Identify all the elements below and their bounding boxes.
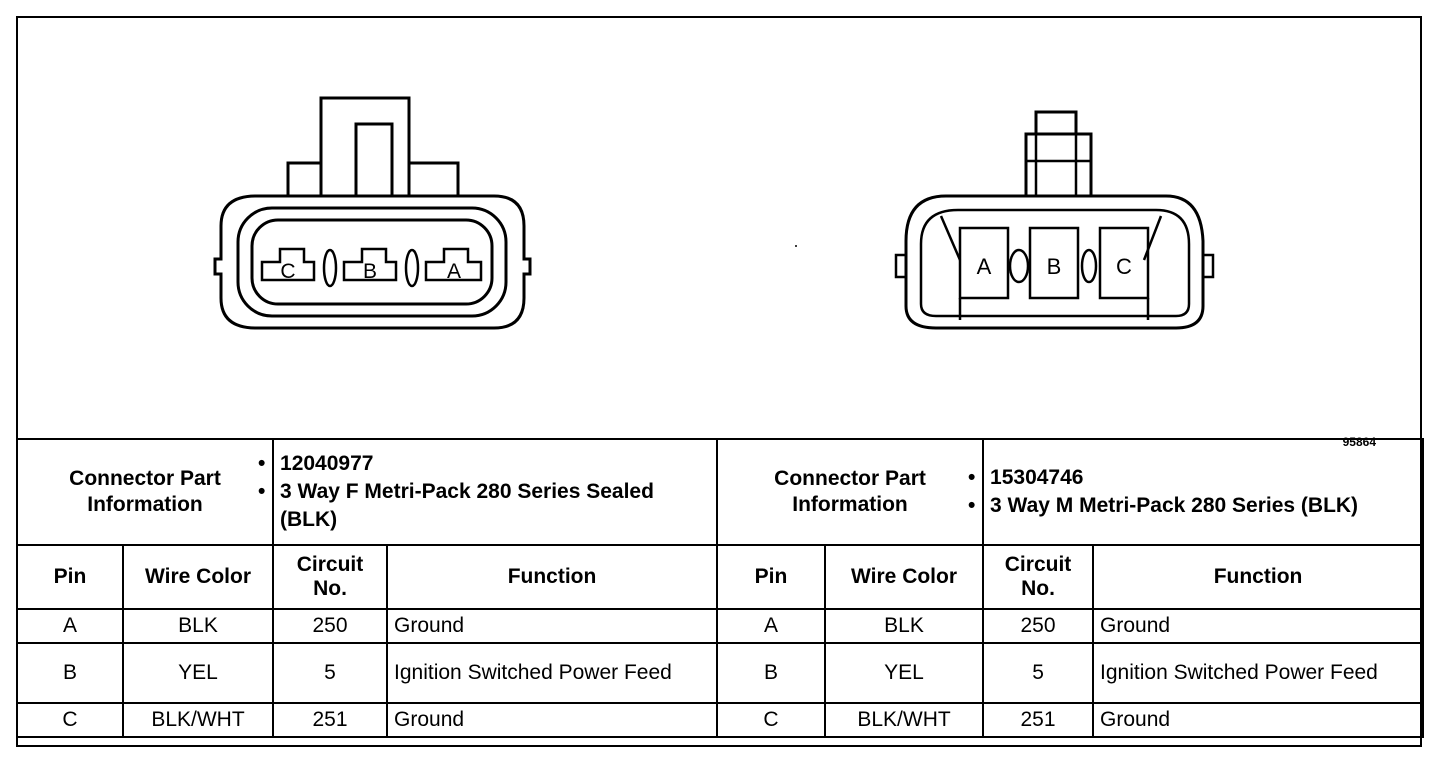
wire-color-cell: BLK bbox=[121, 608, 275, 644]
col-pin-left: Pin bbox=[16, 544, 124, 610]
document-frame bbox=[16, 16, 1422, 747]
wire-color-cell: BLK/WHT bbox=[121, 702, 275, 738]
circuit-cell: 251 bbox=[982, 702, 1095, 738]
circuit-cell: 250 bbox=[982, 608, 1095, 644]
right-part-number: 15304746 bbox=[968, 464, 1416, 492]
col-wire-color-left: Wire Color bbox=[121, 544, 275, 610]
function-cell: Ignition Switched Power Feed bbox=[1092, 642, 1425, 704]
left-connector-drawing bbox=[213, 96, 532, 330]
stray-dot bbox=[795, 245, 797, 247]
right-pin-label-c: C bbox=[1116, 254, 1132, 279]
right-part-description: 3 Way M Metri-Pack 280 Series (BLK) bbox=[968, 492, 1416, 520]
function-cell: Ground bbox=[1092, 702, 1425, 738]
left-part-description: 3 Way F Metri-Pack 280 Series Sealed (BL… bbox=[258, 478, 710, 534]
right-part-label: Connector Part Information bbox=[716, 438, 985, 546]
right-pin-label-b: B bbox=[1047, 254, 1062, 279]
circuit-cell: 250 bbox=[272, 608, 389, 644]
wire-color-cell: YEL bbox=[824, 642, 985, 704]
left-part-number: 12040977 bbox=[258, 450, 710, 478]
col-function-left: Function bbox=[386, 544, 719, 610]
circuit-cell: 5 bbox=[982, 642, 1095, 704]
circuit-cell: 5 bbox=[272, 642, 389, 704]
left-pin-label-b: B bbox=[363, 260, 377, 283]
right-connector-drawing bbox=[894, 110, 1215, 330]
function-cell: Ground bbox=[386, 702, 719, 738]
connector-pinout-table: Connector Part Information 12040977 3 Wa… bbox=[15, 438, 1425, 738]
left-part-label: Connector Part Information bbox=[15, 438, 275, 546]
col-function-right: Function bbox=[1092, 544, 1425, 610]
function-cell: Ignition Switched Power Feed bbox=[386, 642, 719, 704]
pin-cell: B bbox=[716, 642, 827, 704]
table-row: C BLK/WHT 251 Ground C BLK/WHT 251 Groun… bbox=[16, 702, 1425, 738]
col-wire-color-right: Wire Color bbox=[824, 544, 985, 610]
wire-color-cell: BLK/WHT bbox=[824, 702, 985, 738]
pin-cell: A bbox=[16, 608, 124, 644]
left-pin-label-a: A bbox=[447, 260, 461, 283]
circuit-cell: 251 bbox=[272, 702, 389, 738]
pin-cell: C bbox=[16, 702, 124, 738]
pin-cell: C bbox=[716, 702, 827, 738]
col-circuit-left: Circuit No. bbox=[272, 544, 389, 610]
function-cell: Ground bbox=[1092, 608, 1425, 644]
right-part-info: 15304746 3 Way M Metri-Pack 280 Series (… bbox=[968, 438, 1425, 546]
function-cell: Ground bbox=[386, 608, 719, 644]
wire-color-cell: YEL bbox=[121, 642, 275, 704]
part-info-row: Connector Part Information 12040977 3 Wa… bbox=[15, 438, 1425, 546]
col-circuit-right: Circuit No. bbox=[982, 544, 1095, 610]
left-part-info: 12040977 3 Way F Metri-Pack 280 Series S… bbox=[258, 438, 719, 546]
connector-diagrams: C B A A B bbox=[213, 96, 1215, 330]
table-row: A BLK 250 Ground A BLK 250 Ground bbox=[16, 608, 1425, 644]
pin-cell: B bbox=[16, 642, 124, 704]
connector-diagram-area: C B A A B bbox=[16, 16, 1422, 449]
column-header-row: Pin Wire Color Circuit No. Function Pin … bbox=[16, 544, 1425, 610]
wire-color-cell: BLK bbox=[824, 608, 985, 644]
left-pin-label-c: C bbox=[280, 260, 295, 283]
table-row: B YEL 5 Ignition Switched Power Feed B Y… bbox=[16, 642, 1425, 704]
right-pin-label-a: A bbox=[977, 254, 992, 279]
col-pin-right: Pin bbox=[716, 544, 827, 610]
pin-cell: A bbox=[716, 608, 827, 644]
